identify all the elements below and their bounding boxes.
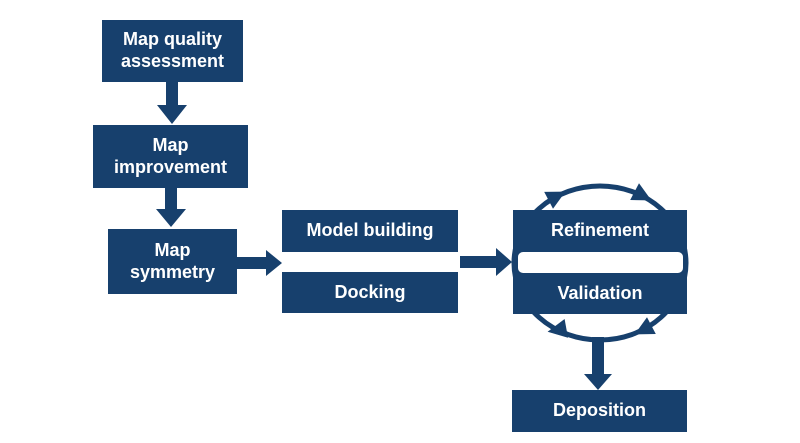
- box-deposition: Deposition: [512, 390, 687, 432]
- box-map-improvement-label: Map improvement: [113, 134, 228, 177]
- box-map-quality-assessment-label: Map quality assessment: [120, 29, 225, 71]
- box-refinement: Refinement: [513, 210, 687, 252]
- box-docking: Docking: [282, 272, 458, 313]
- cycle-arrowhead-top-left-icon: [544, 191, 566, 209]
- box-model-building-label: Model building: [306, 220, 434, 241]
- box-refinement-validation-group: Refinement Validation: [513, 210, 687, 314]
- arrow-validation-to-deposition: [584, 337, 612, 390]
- box-refinement-label: Refinement: [550, 220, 649, 241]
- box-deposition-label: Deposition: [553, 400, 646, 421]
- box-validation-label: Validation: [557, 282, 643, 303]
- refinement-validation-divider: [517, 252, 683, 273]
- box-map-symmetry: Map symmetry: [108, 229, 237, 294]
- box-map-quality-assessment: Map quality assessment: [102, 20, 243, 82]
- box-model-building: Model building: [282, 210, 458, 252]
- cycle-arrowhead-bottom-left-icon: [547, 319, 568, 338]
- arrow-improvement-to-symmetry: [156, 188, 186, 227]
- arrow-assessment-to-improvement: [157, 82, 187, 124]
- arrow-modelbuilding-to-refinement: [460, 248, 512, 276]
- box-docking-label: Docking: [334, 281, 406, 302]
- cycle-arrowhead-top-right-icon: [630, 183, 652, 201]
- box-map-improvement: Map improvement: [93, 125, 248, 188]
- arrow-symmetry-to-modelbuilding: [237, 250, 282, 276]
- box-map-symmetry-label: Map symmetry: [129, 239, 216, 282]
- box-validation: Validation: [513, 273, 687, 314]
- cycle-arrowhead-bottom-right-icon: [634, 317, 656, 335]
